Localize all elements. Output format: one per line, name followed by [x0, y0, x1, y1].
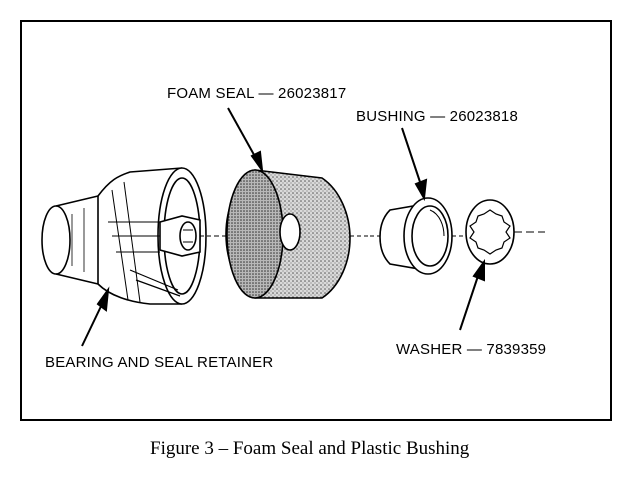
- washer-label: WASHER — 7839359: [396, 341, 547, 358]
- bearing-seal-retainer-part: [41, 167, 215, 305]
- washer-part: [465, 199, 545, 265]
- foam-seal-label: FOAM SEAL — 26023817: [167, 85, 347, 102]
- bushing-part: [370, 197, 468, 275]
- foam-seal-part: [215, 169, 370, 299]
- bushing-label: BUSHING — 26023818: [356, 108, 519, 125]
- bearing-retainer-label: BEARING AND SEAL RETAINER: [45, 354, 274, 371]
- leader-arrows: [81, 107, 485, 347]
- figure-caption: Figure 3 – Foam Seal and Plastic Bushing: [150, 438, 470, 459]
- figure-frame: [20, 20, 612, 421]
